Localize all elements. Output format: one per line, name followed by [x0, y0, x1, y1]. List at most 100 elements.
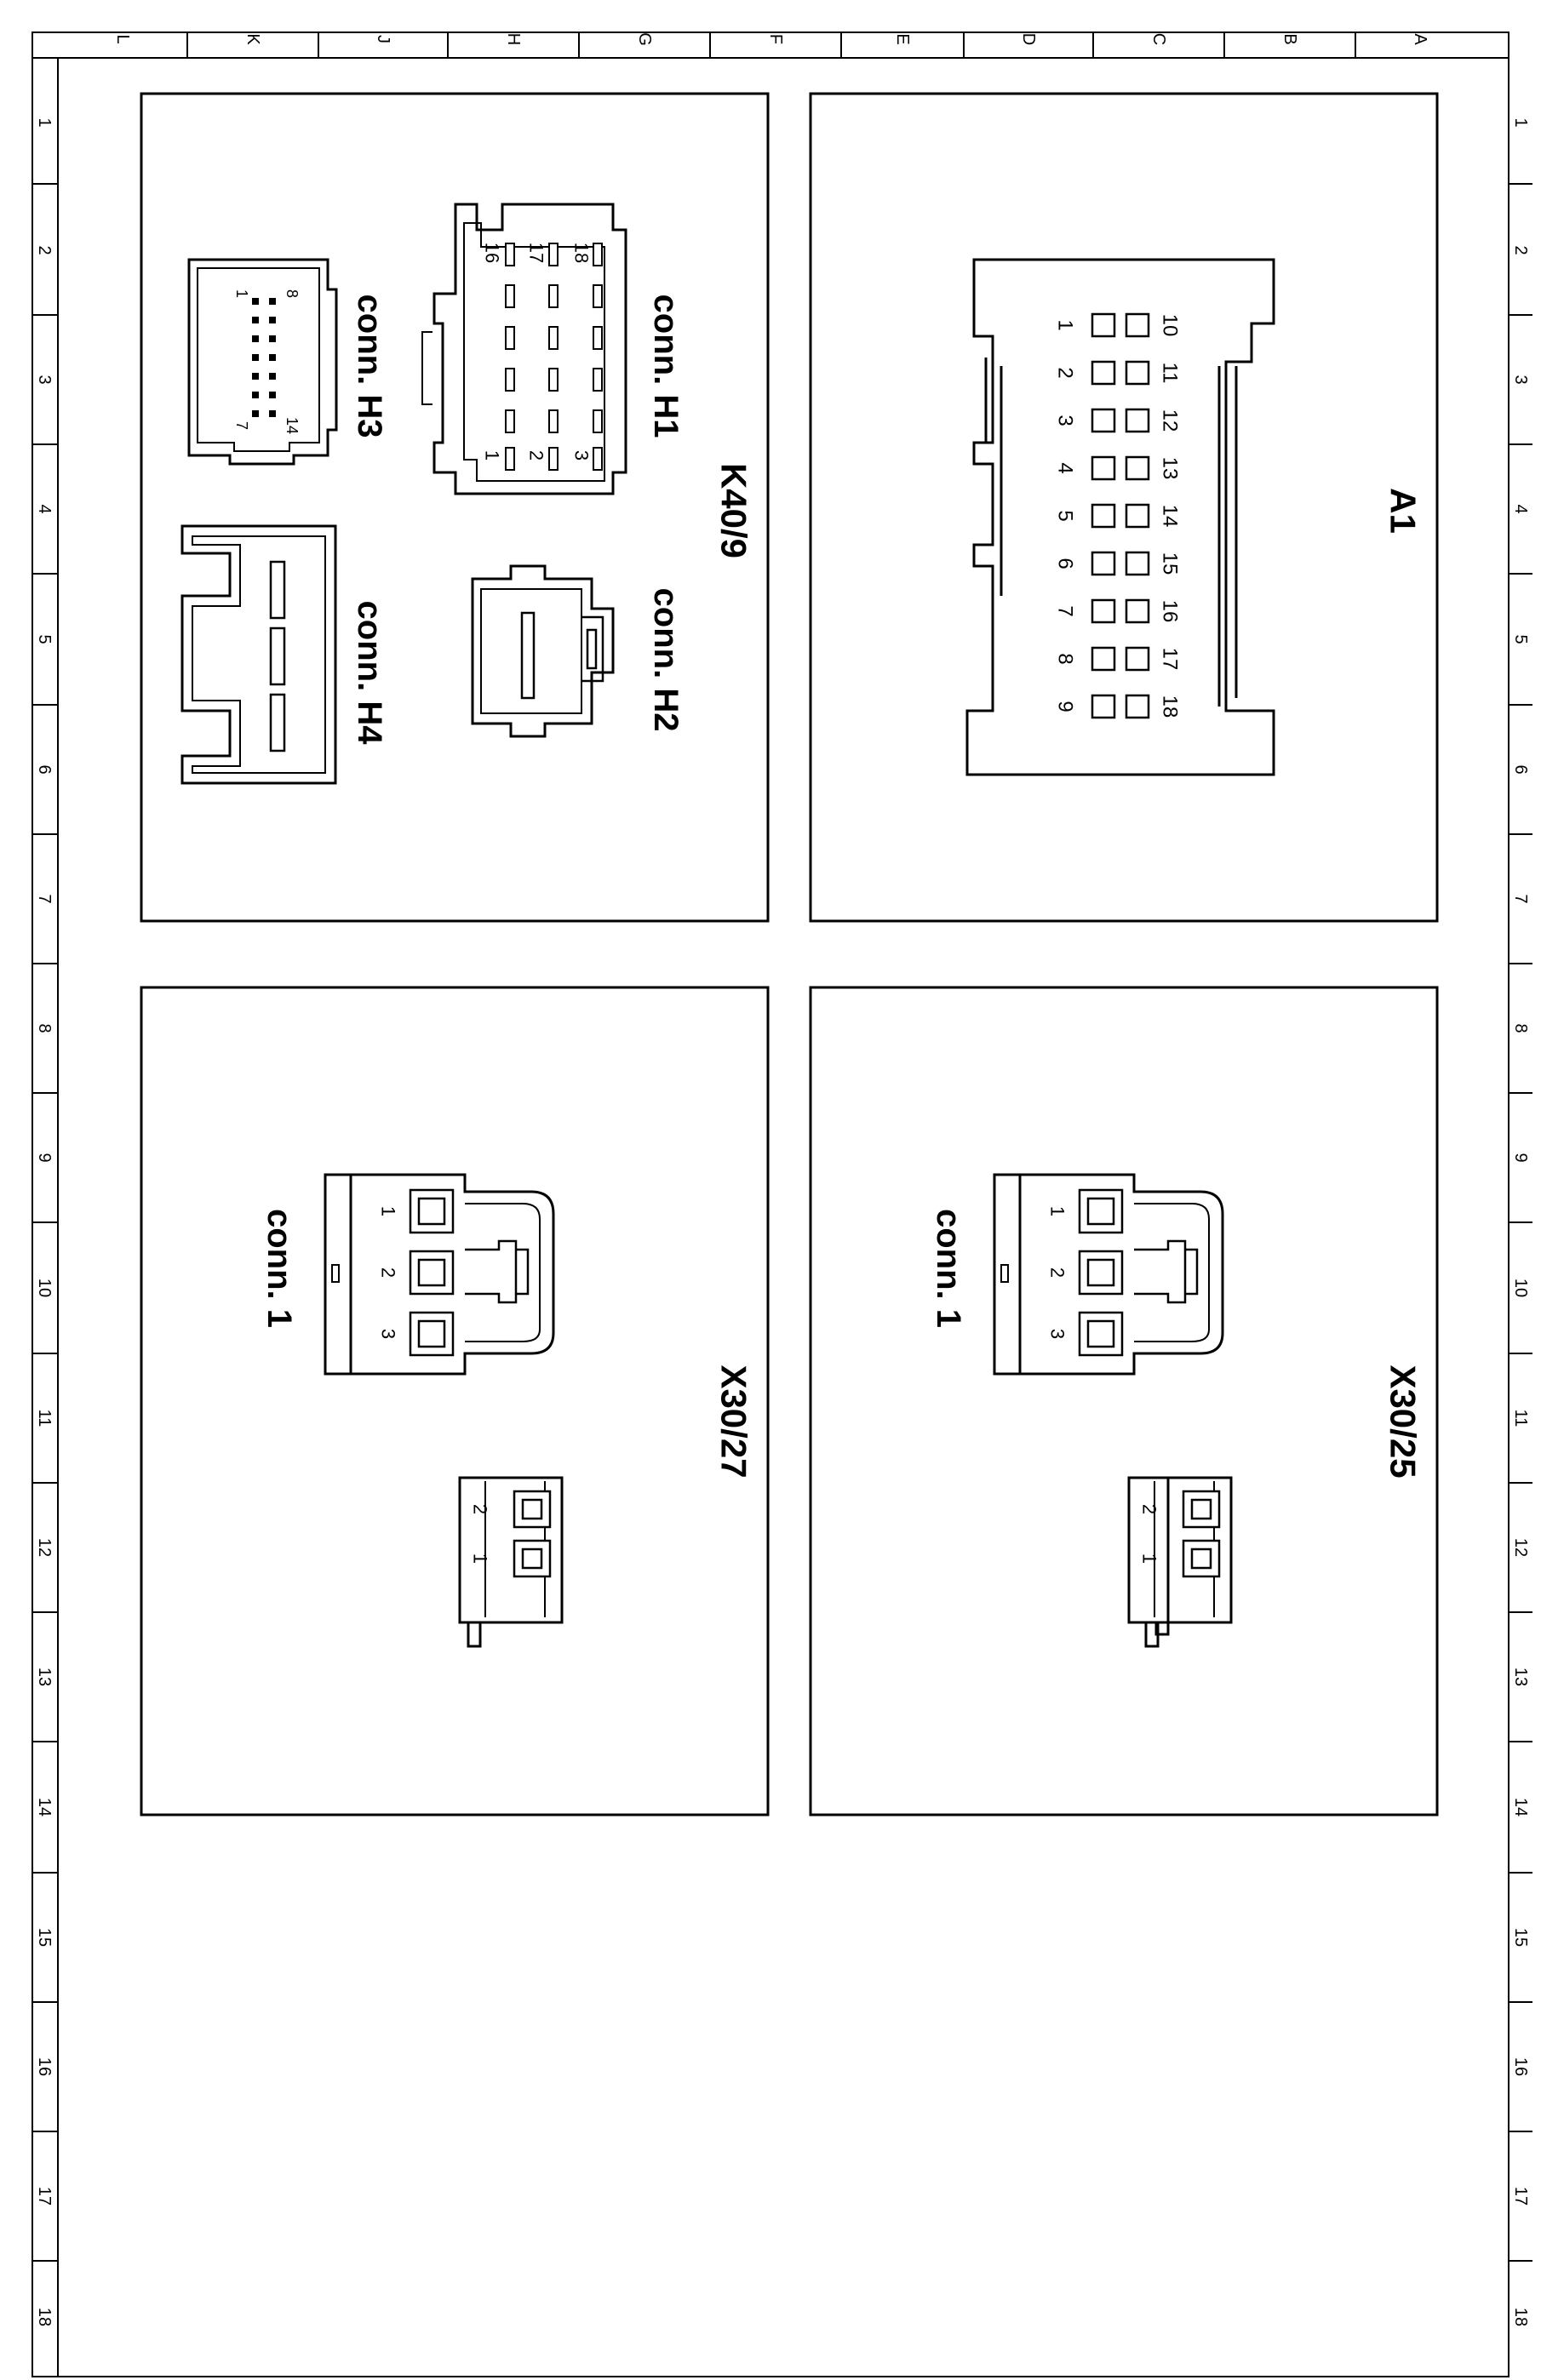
conn-h1-inner — [463, 222, 605, 482]
x3025-latch — [1134, 1239, 1199, 1304]
column-label: G — [635, 32, 654, 46]
pin-number: 14 — [1159, 505, 1182, 528]
conn-h2-label: conn. H2 — [647, 588, 685, 732]
panel-a1: A1 1 2 3 4 5 6 7 8 9 — [809, 92, 1439, 923]
x3027-3pin-terminals — [409, 1188, 455, 1357]
drawing-frame — [32, 31, 1532, 2377]
row-label: 1 — [35, 117, 54, 127]
pin-number: 1 — [470, 1553, 491, 1564]
column-labels: L K J H G F E D C B A — [113, 32, 1429, 46]
conn-h3-label: conn. H3 — [351, 295, 388, 438]
pin-number: 3 — [1054, 415, 1077, 426]
panel-x30-25: X30/25 conn. 1 1 2 3 2 1 — [809, 986, 1439, 1816]
row-label: 16 — [1511, 2057, 1530, 2076]
x3027-2pin-outline — [458, 1476, 564, 1624]
pin-number: 2 — [470, 1504, 491, 1514]
row-label: 3 — [1511, 375, 1530, 384]
pin-number: 12 — [1159, 409, 1182, 432]
row-label: 10 — [1511, 1279, 1530, 1297]
row-label: 11 — [1511, 1410, 1530, 1427]
x3027-key — [331, 1264, 340, 1283]
row-label: 15 — [35, 1928, 54, 1947]
row-label: 12 — [35, 1538, 54, 1557]
row-label: 9 — [35, 1153, 54, 1162]
x3025-key — [1000, 1264, 1009, 1283]
pin-number: 3 — [1047, 1329, 1068, 1339]
conn-h1-latch — [421, 331, 433, 405]
pin-number: 1 — [233, 289, 250, 298]
pin-number: 14 — [284, 417, 301, 434]
pin-number: 3 — [571, 450, 593, 461]
row-label: 13 — [35, 1668, 54, 1686]
pin-number: 11 — [1159, 363, 1182, 384]
pin-number: 2 — [378, 1267, 399, 1278]
pin-number: 2 — [1139, 1504, 1160, 1514]
panel-x30-27: X30/27 conn. 1 1 2 3 2 1 — [140, 986, 770, 1816]
row-label: 7 — [1511, 894, 1530, 903]
row-labels-right: 1 2 3 4 5 6 7 8 9 10 11 12 13 14 15 16 1… — [1511, 117, 1530, 2326]
row-label: 7 — [35, 894, 54, 903]
conn-h2-inner — [480, 588, 582, 714]
column-label: C — [1149, 33, 1168, 45]
conn-h3-terminals — [252, 298, 276, 417]
pin-number: 2 — [1047, 1267, 1068, 1278]
pin-number: 6 — [1054, 558, 1077, 569]
x3025-2pin-terminals — [1182, 1490, 1221, 1578]
conn-h4-label: conn. H4 — [351, 601, 388, 746]
x3027-3pin-outline — [324, 1173, 555, 1376]
a1-pins — [1091, 312, 1150, 719]
conn-h4-outline — [180, 524, 337, 785]
conn-h1-label: conn. H1 — [647, 295, 685, 438]
x3025-3pin-outline — [993, 1173, 1224, 1376]
a1-connector-outline — [965, 258, 1275, 776]
row-label: 6 — [35, 764, 54, 774]
row-label: 17 — [1511, 2187, 1530, 2206]
conn-h2-outline — [471, 564, 615, 738]
panel-title: X30/27 — [714, 1364, 754, 1478]
pin-number: 16 — [482, 243, 503, 263]
x3025-3pin-terminals — [1078, 1188, 1124, 1357]
column-label: L — [113, 34, 132, 43]
row-label: 2 — [1511, 245, 1530, 255]
conn-h3-outline — [187, 258, 338, 466]
row-label: 9 — [1511, 1153, 1530, 1162]
panel-title: K40/9 — [714, 463, 754, 558]
column-label: E — [893, 33, 912, 44]
conn-h2-terminal — [520, 611, 536, 700]
row-label: 4 — [35, 504, 54, 513]
conn-h1-outline — [433, 203, 627, 495]
conn-h3-inner — [197, 267, 320, 452]
pin-number: 4 — [1054, 462, 1077, 473]
pin-number: 1 — [482, 450, 503, 461]
row-label: 14 — [35, 1798, 54, 1816]
row-label: 2 — [35, 245, 54, 255]
conn-1-label: conn. 1 — [930, 1209, 967, 1328]
pin-number: 1 — [1139, 1553, 1160, 1564]
conn-h1-terminals — [505, 243, 603, 471]
conn-h4-inner — [192, 535, 326, 774]
conn-1-label: conn. 1 — [261, 1209, 298, 1328]
pin-number: 5 — [1054, 510, 1077, 521]
row-label: 12 — [1511, 1538, 1530, 1557]
pin-number: 3 — [378, 1329, 399, 1339]
column-label: D — [1019, 33, 1038, 45]
pin-number: 15 — [1159, 552, 1182, 575]
panel-title: X30/25 — [1383, 1364, 1424, 1478]
pin-number: 8 — [284, 289, 301, 298]
column-label: B — [1280, 33, 1299, 44]
pin-number: 1 — [1047, 1206, 1068, 1216]
row-label: 13 — [1511, 1668, 1530, 1686]
row-label: 6 — [1511, 764, 1530, 774]
row-label: 18 — [35, 2308, 54, 2326]
pin-number: 9 — [1054, 701, 1077, 712]
row-label: 5 — [35, 634, 54, 644]
pin-number: 2 — [526, 450, 547, 461]
conn-h4-terminals — [269, 560, 286, 752]
row-label: 8 — [35, 1023, 54, 1033]
pin-number: 16 — [1159, 600, 1182, 623]
pin-number: 7 — [233, 421, 250, 430]
row-label: 4 — [1511, 504, 1530, 513]
row-label: 15 — [1511, 1928, 1530, 1947]
pin-number: 18 — [571, 243, 593, 263]
row-label: 3 — [35, 375, 54, 384]
